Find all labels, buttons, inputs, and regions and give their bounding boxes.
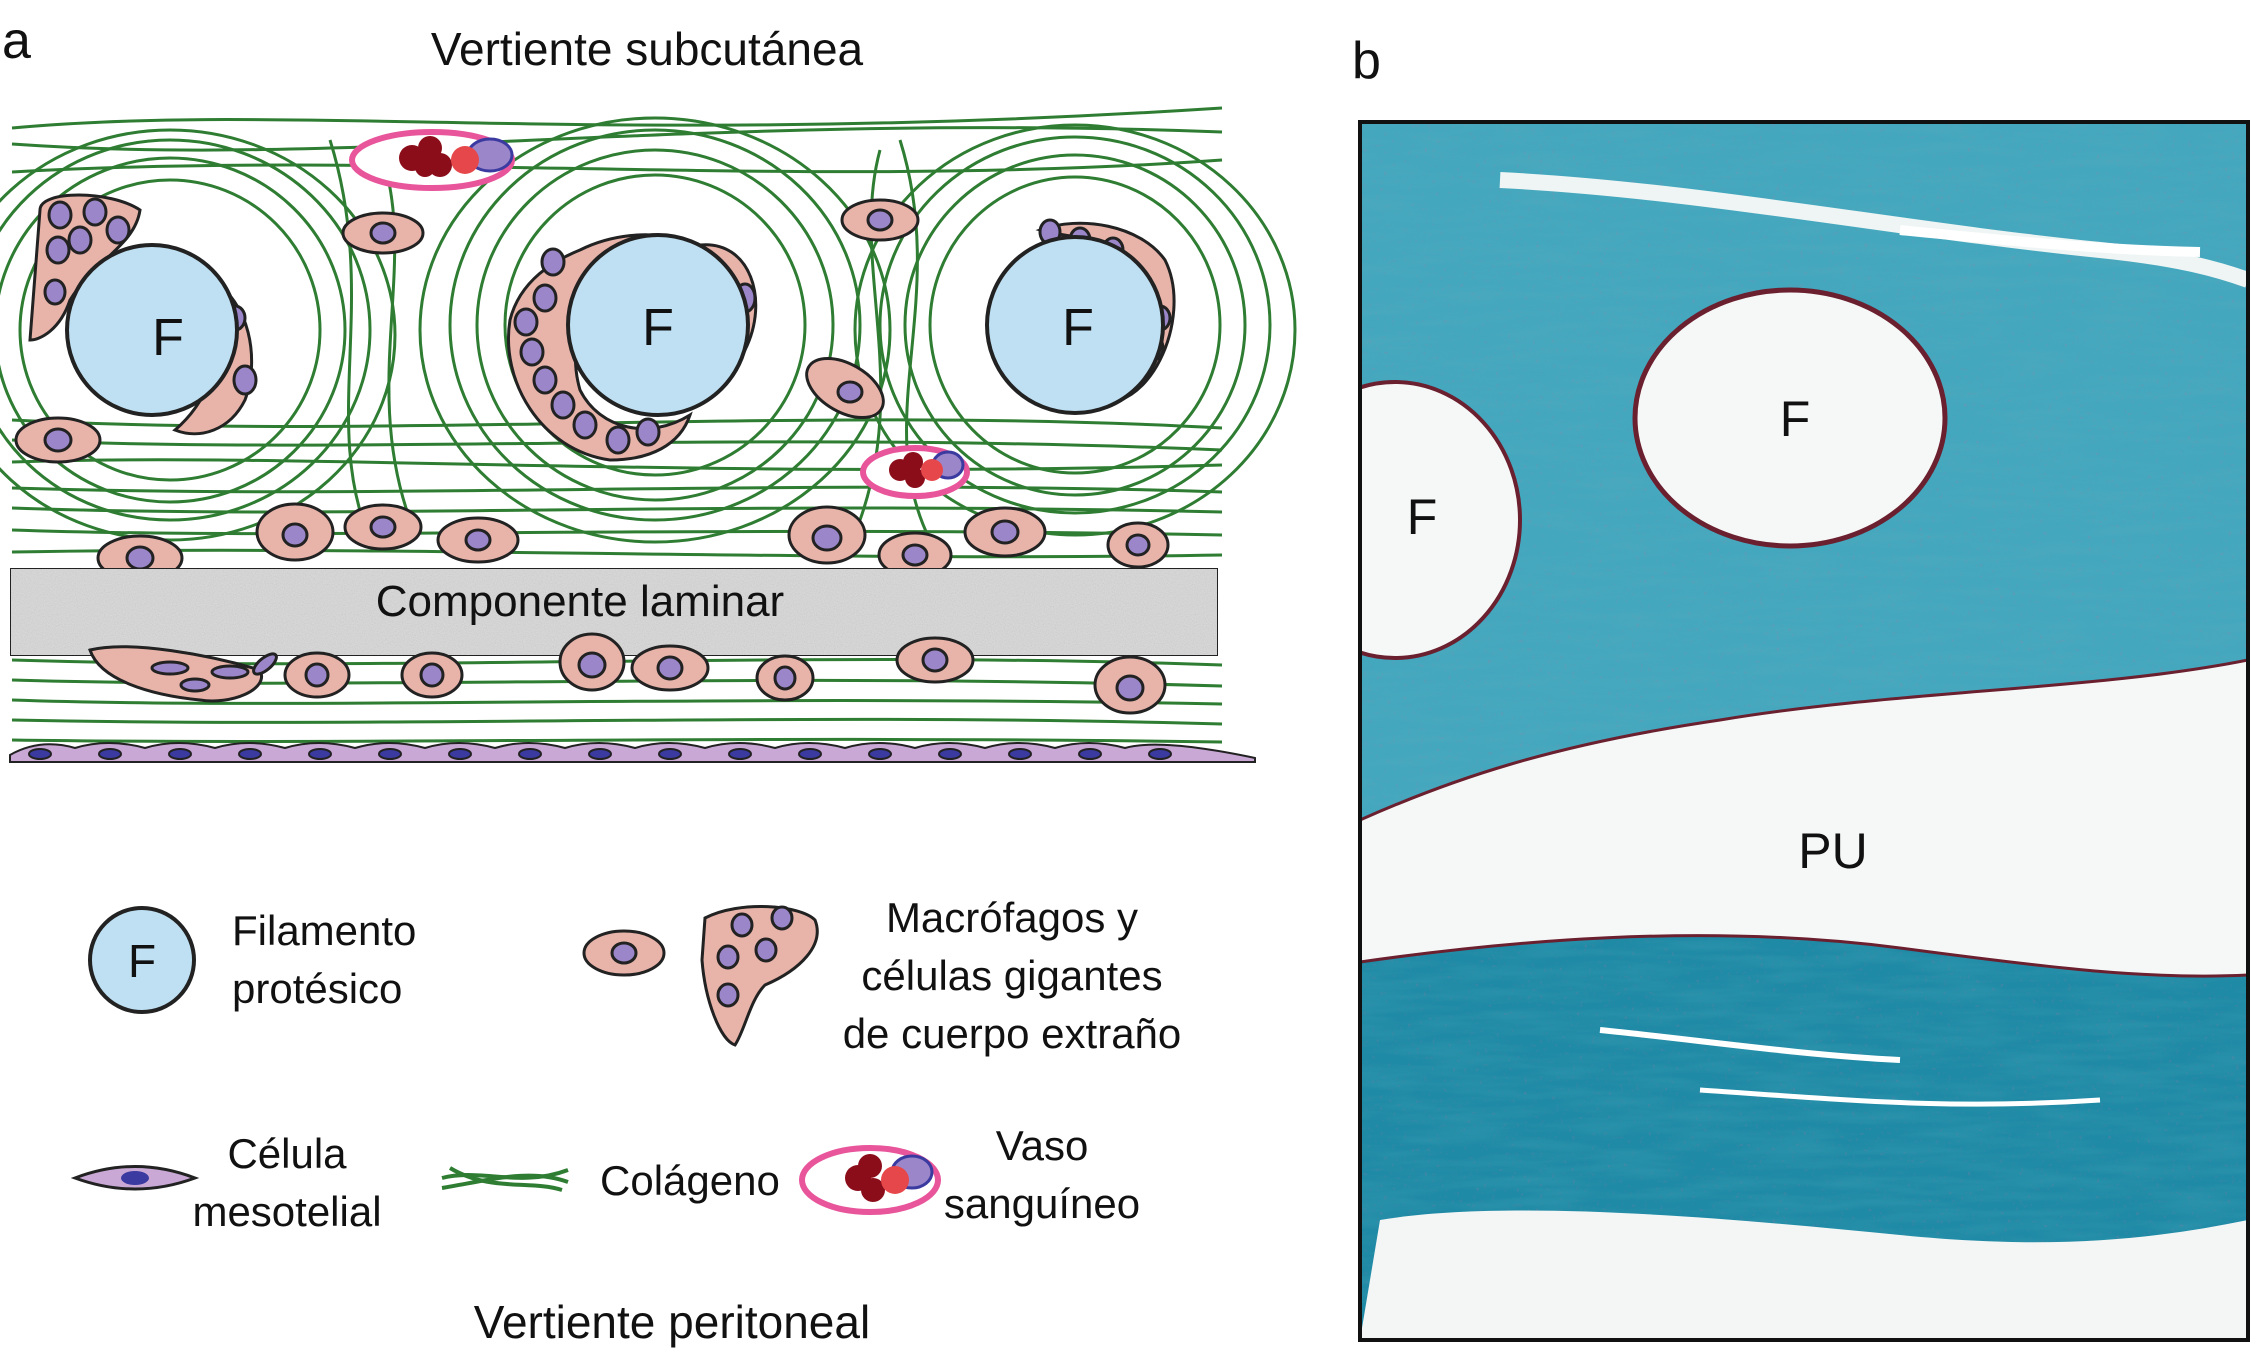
svg-text:F: F: [128, 935, 156, 987]
legend-filament-text-2: protésico: [232, 965, 402, 1012]
subcutaneous-side-label: Vertiente subcutánea: [431, 23, 864, 75]
panel-b: b F F PU: [1352, 32, 2250, 1342]
legend-meso-text-2: mesotelial: [192, 1188, 381, 1235]
mesothelial-layer: [9, 742, 1256, 763]
blood-vessel: [860, 445, 970, 499]
laminar-label: Componente laminar: [376, 577, 784, 626]
legend-macro-text: Macrófagos y: [886, 894, 1138, 941]
filament-label: F: [152, 309, 184, 367]
legend-collagen: [441, 1166, 569, 1192]
histology-image: [1360, 122, 2248, 1340]
legend-filament-text: Filamento: [232, 907, 416, 954]
filament-label: F: [642, 299, 674, 357]
panel-b-letter: b: [1352, 32, 1381, 90]
legend-collagen-text: Colágeno: [600, 1157, 780, 1204]
legend-meso-text: Célula: [227, 1130, 347, 1177]
panel-a: a Vertiente subcutánea: [0, 12, 1297, 1348]
filament: F: [65, 243, 239, 417]
legend-macro-text-2: células gigantes: [861, 952, 1162, 999]
legend-mesothelial: Célula mesotelial: [70, 1130, 382, 1235]
macrophages-peritoneal: [88, 632, 1167, 715]
legend-vessel: Vaso sanguíneo: [799, 1122, 1140, 1227]
histology-filament-label-2: F: [1407, 489, 1438, 545]
filament-label: F: [1062, 299, 1094, 357]
filament: F: [566, 233, 750, 417]
blood-vessel: [349, 129, 515, 191]
histology-filament-label: F: [1780, 391, 1811, 447]
legend: F Filamento protésico Macrófagos y célul…: [70, 894, 1182, 1235]
legend-vessel-text: Vaso: [996, 1122, 1089, 1169]
histology-pu-label: PU: [1798, 823, 1867, 879]
legend-macrophages: Macrófagos y células gigantes de cuerpo …: [582, 894, 1182, 1057]
filament: F: [985, 235, 1165, 415]
legend-vessel-text-2: sanguíneo: [944, 1180, 1140, 1227]
legend-macro-text-3: de cuerpo extraño: [843, 1010, 1182, 1057]
peritoneal-side-label: Vertiente peritoneal: [474, 1296, 870, 1348]
macrophages: [14, 198, 1170, 582]
legend-filament: F Filamento protésico: [88, 906, 416, 1014]
panel-a-letter: a: [2, 12, 31, 70]
